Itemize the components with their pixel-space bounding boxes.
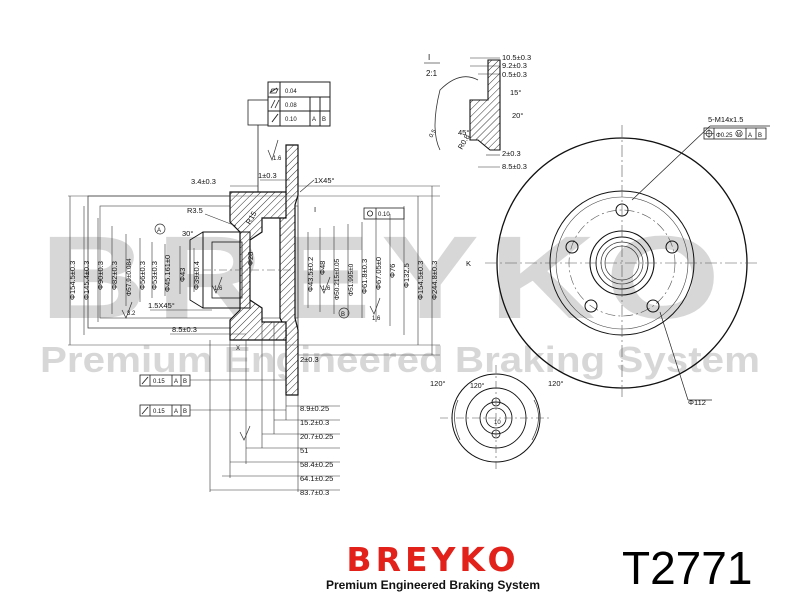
watermark-tagline: Premium Engineered Braking System [40, 339, 760, 380]
detail-view: I 2:1 10.5±0.3 9.2±0.3 0.5±0.3 15° 20° 2… [424, 53, 531, 171]
front-angle-right: 120° [548, 379, 564, 388]
dim-d56: Φ56±0.3 [138, 261, 147, 290]
concentricity-frame: 0.10 [363, 207, 405, 220]
front-angle-left: 120° [430, 379, 446, 388]
dim-d90: Φ90±0.3 [96, 261, 105, 290]
position-value: Φ0.25 [716, 133, 733, 139]
dim-d28: Φ28 [246, 252, 255, 266]
dim-83-7: 83.7±0.3 [300, 488, 329, 497]
concentricity-value: 0.10 [378, 212, 390, 218]
dim-d39: Φ39±0.4 [192, 261, 201, 290]
dim-51: 51 [300, 446, 308, 455]
dim-d48: Φ48 [318, 261, 327, 275]
runout-b-value: 0.15 [153, 409, 165, 415]
detail-dim-2: 2±0.3 [502, 149, 521, 158]
small-angle: 120° [470, 382, 485, 390]
flatness-icon [269, 87, 279, 94]
pcd-label: Φ112 [688, 398, 706, 407]
detail-chamfer: 45° [458, 128, 469, 137]
label-chamfer-1-5: 1.5X45° [148, 301, 175, 310]
dim-d43-5: Φ43.5±0.2 [306, 257, 315, 292]
runout-value: 0.10 [285, 117, 297, 123]
roughness-5: 1.6 [372, 316, 381, 322]
roughness-1: 1.6 [273, 156, 282, 162]
detail-angle-20: 20° [512, 111, 523, 120]
tolerance-frame: 0.04 0.08 0.10 A B [247, 81, 331, 198]
dim-d76: Φ76 [388, 264, 397, 278]
label-30: 30° [182, 229, 193, 238]
label-b: B [341, 312, 345, 318]
position-frame: Φ0.25 M A B [703, 127, 767, 140]
detail-dim-9-2: 9.2±0.3 [502, 61, 527, 70]
dim-d45: Φ45.161±0 [163, 255, 172, 292]
label-k: K [466, 259, 471, 268]
dim-1: 1±0.3 [258, 171, 277, 180]
position-icon [704, 129, 714, 138]
dim-d154r: Φ154.5±0.3 [416, 261, 425, 300]
dim-d132: Φ132.5 [402, 263, 411, 288]
label-a: A [157, 228, 161, 234]
runout-datum-b: B [322, 117, 326, 123]
small-view: 120° 10 [440, 365, 552, 470]
dim-d154: Φ154.5±0.3 [68, 261, 77, 300]
dim-d61: Φ61.8±0.3 [360, 259, 369, 294]
detail-scale: 2:1 [426, 69, 438, 78]
part-number: T2771 [622, 542, 753, 594]
front-view: 5-M14x1.5 Φ0.25 M A B Φ112 120° 120° [430, 115, 770, 407]
dim-3-4: 3.4±0.3 [191, 177, 216, 186]
parallelism-value: 0.08 [285, 103, 297, 109]
detail-dim-8-5: 8.5±0.3 [502, 162, 527, 171]
position-modifier: M [737, 132, 741, 138]
roughness-2: 3.2 [127, 311, 136, 317]
brand-logo: BREYKO Premium Engineered Braking System [318, 540, 548, 596]
detail-dim-10-5: 10.5±0.3 [502, 53, 531, 62]
dim-d57: Φ57.9±0.084 [126, 258, 133, 296]
runout-icon [271, 113, 279, 123]
parallelism-icon [270, 99, 280, 109]
label-2: 2±0.3 [300, 355, 319, 364]
runout-frame-b: 0.15 A B [139, 404, 286, 417]
small-dim: 10 [494, 420, 501, 426]
dim-d53: Φ53±0.3 [150, 261, 159, 290]
dim-d82: Φ82±0.3 [110, 261, 119, 290]
runout-a-datum-b: B [183, 379, 187, 385]
label-r3-5: R3.5 [187, 206, 203, 215]
flatness-value: 0.04 [285, 89, 297, 95]
runout-b-datum-b: B [183, 409, 187, 415]
dim-20-7: 20.7±0.25 [300, 432, 333, 441]
label-i: I [314, 205, 316, 214]
cross-section: Φ154.5±0.3 Φ145.4±0.3 Φ90±0.3 Φ82±0.3 Φ5… [68, 139, 471, 497]
dim-58-4: 58.4±0.25 [300, 460, 333, 469]
position-datum-a: A [748, 133, 752, 139]
detail-label: I [428, 53, 430, 62]
dim-d67: Φ67.05±0 [374, 257, 383, 290]
dim-15-2: 15.2±0.3 [300, 418, 329, 427]
brand-logo-text: BREYKO [346, 540, 520, 579]
dim-64-1: 64.1±0.25 [300, 474, 333, 483]
brand-tagline: Premium Engineered Braking System [325, 578, 541, 592]
detail-groove: 0.5 [429, 128, 439, 139]
runout-a-value: 0.15 [153, 379, 165, 385]
dim-chamfer: 1X45° [314, 176, 335, 185]
position-datum-b: B [758, 133, 762, 139]
dim-8-9: 8.9±0.25 [300, 404, 329, 413]
roughness-3: 1.6 [214, 286, 223, 292]
dim-d51: Φ51.995±0 [348, 263, 355, 296]
runout-b-datum-a: A [174, 409, 178, 415]
dim-d43: Φ43 [178, 268, 187, 282]
dim-d244: Φ244.8±0.3 [430, 261, 439, 300]
label-8-5: 8.5±0.3 [172, 325, 197, 334]
bolt-callout: 5-M14x1.5 [708, 115, 743, 124]
runout-a-datum-a: A [174, 379, 178, 385]
runout-datum-a: A [312, 117, 316, 123]
detail-dim-0-5: 0.5±0.3 [502, 70, 527, 79]
dim-d145: Φ145.4±0.3 [82, 261, 91, 300]
runout-frame-a: 0.15 A B [139, 374, 286, 387]
concentricity-icon [366, 210, 373, 217]
detail-angle-15: 15° [510, 88, 521, 97]
dim-d50: Φ50.215±0.05 [334, 258, 341, 300]
roughness-4: 1.6 [322, 286, 331, 292]
label-x: X [236, 346, 240, 352]
